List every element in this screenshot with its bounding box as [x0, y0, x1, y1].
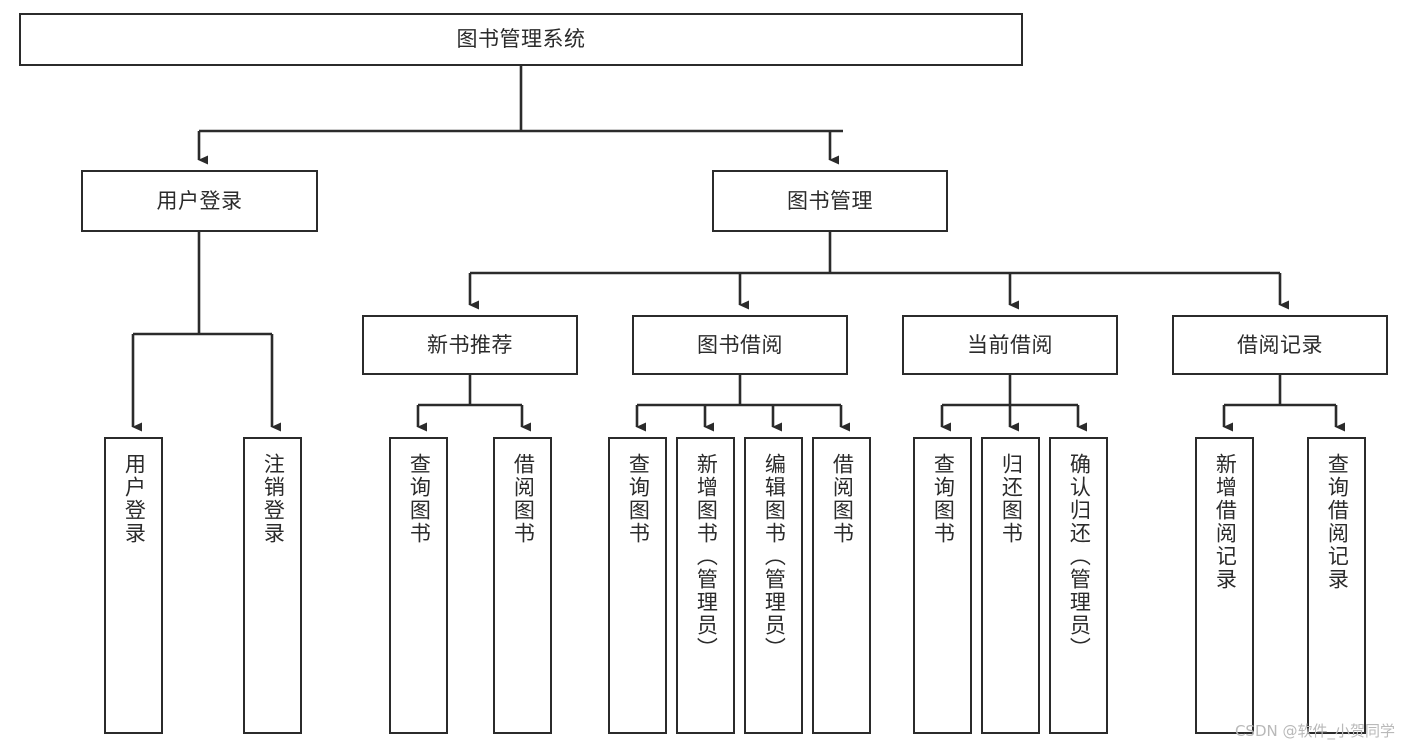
leaf-query-book-1-label: 查询图书: [407, 453, 432, 545]
node-borrow-record-label: 借阅记录: [1237, 332, 1323, 357]
leaf-borrow-book-2[interactable]: 借阅图书: [812, 437, 871, 734]
node-current-borrow[interactable]: 当前借阅: [902, 315, 1118, 375]
leaf-query-book-3-label: 查询图书: [931, 453, 956, 545]
node-user-login-label: 用户登录: [156, 188, 243, 213]
leaf-logout-login-label: 注销登录: [261, 453, 286, 545]
leaf-return-book[interactable]: 归还图书: [981, 437, 1040, 734]
leaf-query-record[interactable]: 查询借阅记录: [1307, 437, 1366, 734]
node-book-borrow[interactable]: 图书借阅: [632, 315, 848, 375]
node-root-label: 图书管理系统: [456, 27, 586, 52]
leaf-query-book-3[interactable]: 查询图书: [913, 437, 972, 734]
node-book-management-label: 图书管理: [787, 188, 873, 213]
node-new-book-recommend-label: 新书推荐: [427, 332, 513, 357]
leaf-edit-book-label: 编辑图书（管理员）: [762, 453, 787, 660]
leaf-add-book-label: 新增图书（管理员）: [694, 453, 719, 660]
leaf-add-record-label: 新增借阅记录: [1213, 453, 1238, 591]
leaf-query-book-1[interactable]: 查询图书: [389, 437, 448, 734]
leaf-return-book-label: 归还图书: [999, 453, 1024, 545]
leaf-borrow-book-1-label: 借阅图书: [511, 453, 536, 545]
leaf-confirm-return-label: 确认归还（管理员）: [1067, 453, 1092, 660]
leaf-borrow-book-1[interactable]: 借阅图书: [493, 437, 552, 734]
node-borrow-record[interactable]: 借阅记录: [1172, 315, 1388, 375]
leaf-query-book-2[interactable]: 查询图书: [608, 437, 667, 734]
watermark: CSDN @软件_小贺同学: [1234, 722, 1395, 740]
node-root[interactable]: 图书管理系统: [19, 13, 1023, 66]
leaf-user-login-label: 用户登录: [122, 453, 147, 545]
node-current-borrow-label: 当前借阅: [967, 332, 1053, 357]
leaf-add-record[interactable]: 新增借阅记录: [1195, 437, 1254, 734]
node-book-management[interactable]: 图书管理: [712, 170, 948, 232]
leaf-query-record-label: 查询借阅记录: [1325, 453, 1350, 591]
node-user-login[interactable]: 用户登录: [81, 170, 318, 232]
leaf-user-login[interactable]: 用户登录: [104, 437, 163, 734]
leaf-add-book[interactable]: 新增图书（管理员）: [676, 437, 735, 734]
leaf-confirm-return[interactable]: 确认归还（管理员）: [1049, 437, 1108, 734]
leaf-borrow-book-2-label: 借阅图书: [830, 453, 855, 545]
leaf-query-book-2-label: 查询图书: [626, 453, 651, 545]
leaf-logout-login[interactable]: 注销登录: [243, 437, 302, 734]
node-new-book-recommend[interactable]: 新书推荐: [362, 315, 578, 375]
node-book-borrow-label: 图书借阅: [697, 332, 783, 357]
leaf-edit-book[interactable]: 编辑图书（管理员）: [744, 437, 803, 734]
